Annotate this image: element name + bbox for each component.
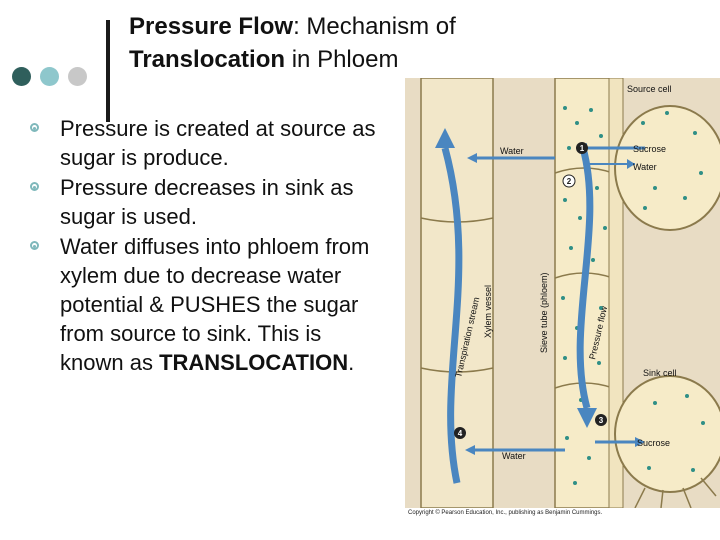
title-bold-2: Translocation [129, 46, 285, 73]
label-source-cell: Source cell [627, 84, 672, 94]
label-water-bottom: Water [502, 451, 526, 461]
label-sucrose-top: Sucrose [633, 144, 666, 154]
step-3-label: 3 [599, 416, 604, 425]
step-1-label: 1 [580, 144, 585, 153]
sink-cell-shape [615, 376, 720, 492]
figure-copyright: Copyright © Pearson Education, Inc., pub… [408, 510, 602, 516]
label-water-top: Water [500, 146, 524, 156]
bullet-icon [30, 182, 39, 191]
title-text-1: : Mechanism of [293, 13, 456, 40]
decorative-dot-dark [12, 67, 31, 86]
label-water-right: Water [633, 162, 657, 172]
bullet-item: Pressure is created at source as sugar i… [30, 114, 390, 172]
bullet-item: Pressure decreases in sink as sugar is u… [30, 173, 390, 231]
title-divider [106, 20, 110, 122]
slide-title: Pressure Flow: Mechanism of Translocatio… [129, 10, 549, 76]
label-xylem-vessel: Xylem vessel [483, 285, 493, 338]
bullet-item: Water diffuses into phloem from xylem du… [30, 232, 390, 377]
decorative-dots [12, 67, 87, 86]
bullet-strong-text: TRANSLOCATION [159, 350, 348, 375]
label-sink-cell: Sink cell [643, 368, 677, 378]
decorative-dot-gray [68, 67, 87, 86]
label-sucrose-bottom: Sucrose [637, 438, 670, 448]
bullet-icon [30, 241, 39, 250]
step-2-label: 2 [567, 177, 572, 186]
bullet-icon [30, 123, 39, 132]
translocation-diagram: 1 2 3 4 Source cell Water Sucrose Water … [405, 78, 720, 524]
bullet-text-end: . [348, 350, 354, 375]
source-cell-shape [615, 106, 720, 230]
decorative-dot-teal [40, 67, 59, 86]
title-text-2: in Phloem [285, 46, 398, 73]
bullet-text: Pressure decreases in sink as sugar is u… [60, 175, 353, 229]
bullet-list: Pressure is created at source as sugar i… [30, 114, 390, 378]
diagram-svg: 1 2 3 4 Source cell Water Sucrose Water … [405, 78, 720, 508]
title-bold-1: Pressure Flow [129, 13, 293, 40]
label-sieve-tube: Sieve tube (phloem) [539, 272, 549, 353]
step-4-label: 4 [458, 429, 463, 438]
bullet-text: Pressure is created at source as sugar i… [60, 116, 375, 170]
